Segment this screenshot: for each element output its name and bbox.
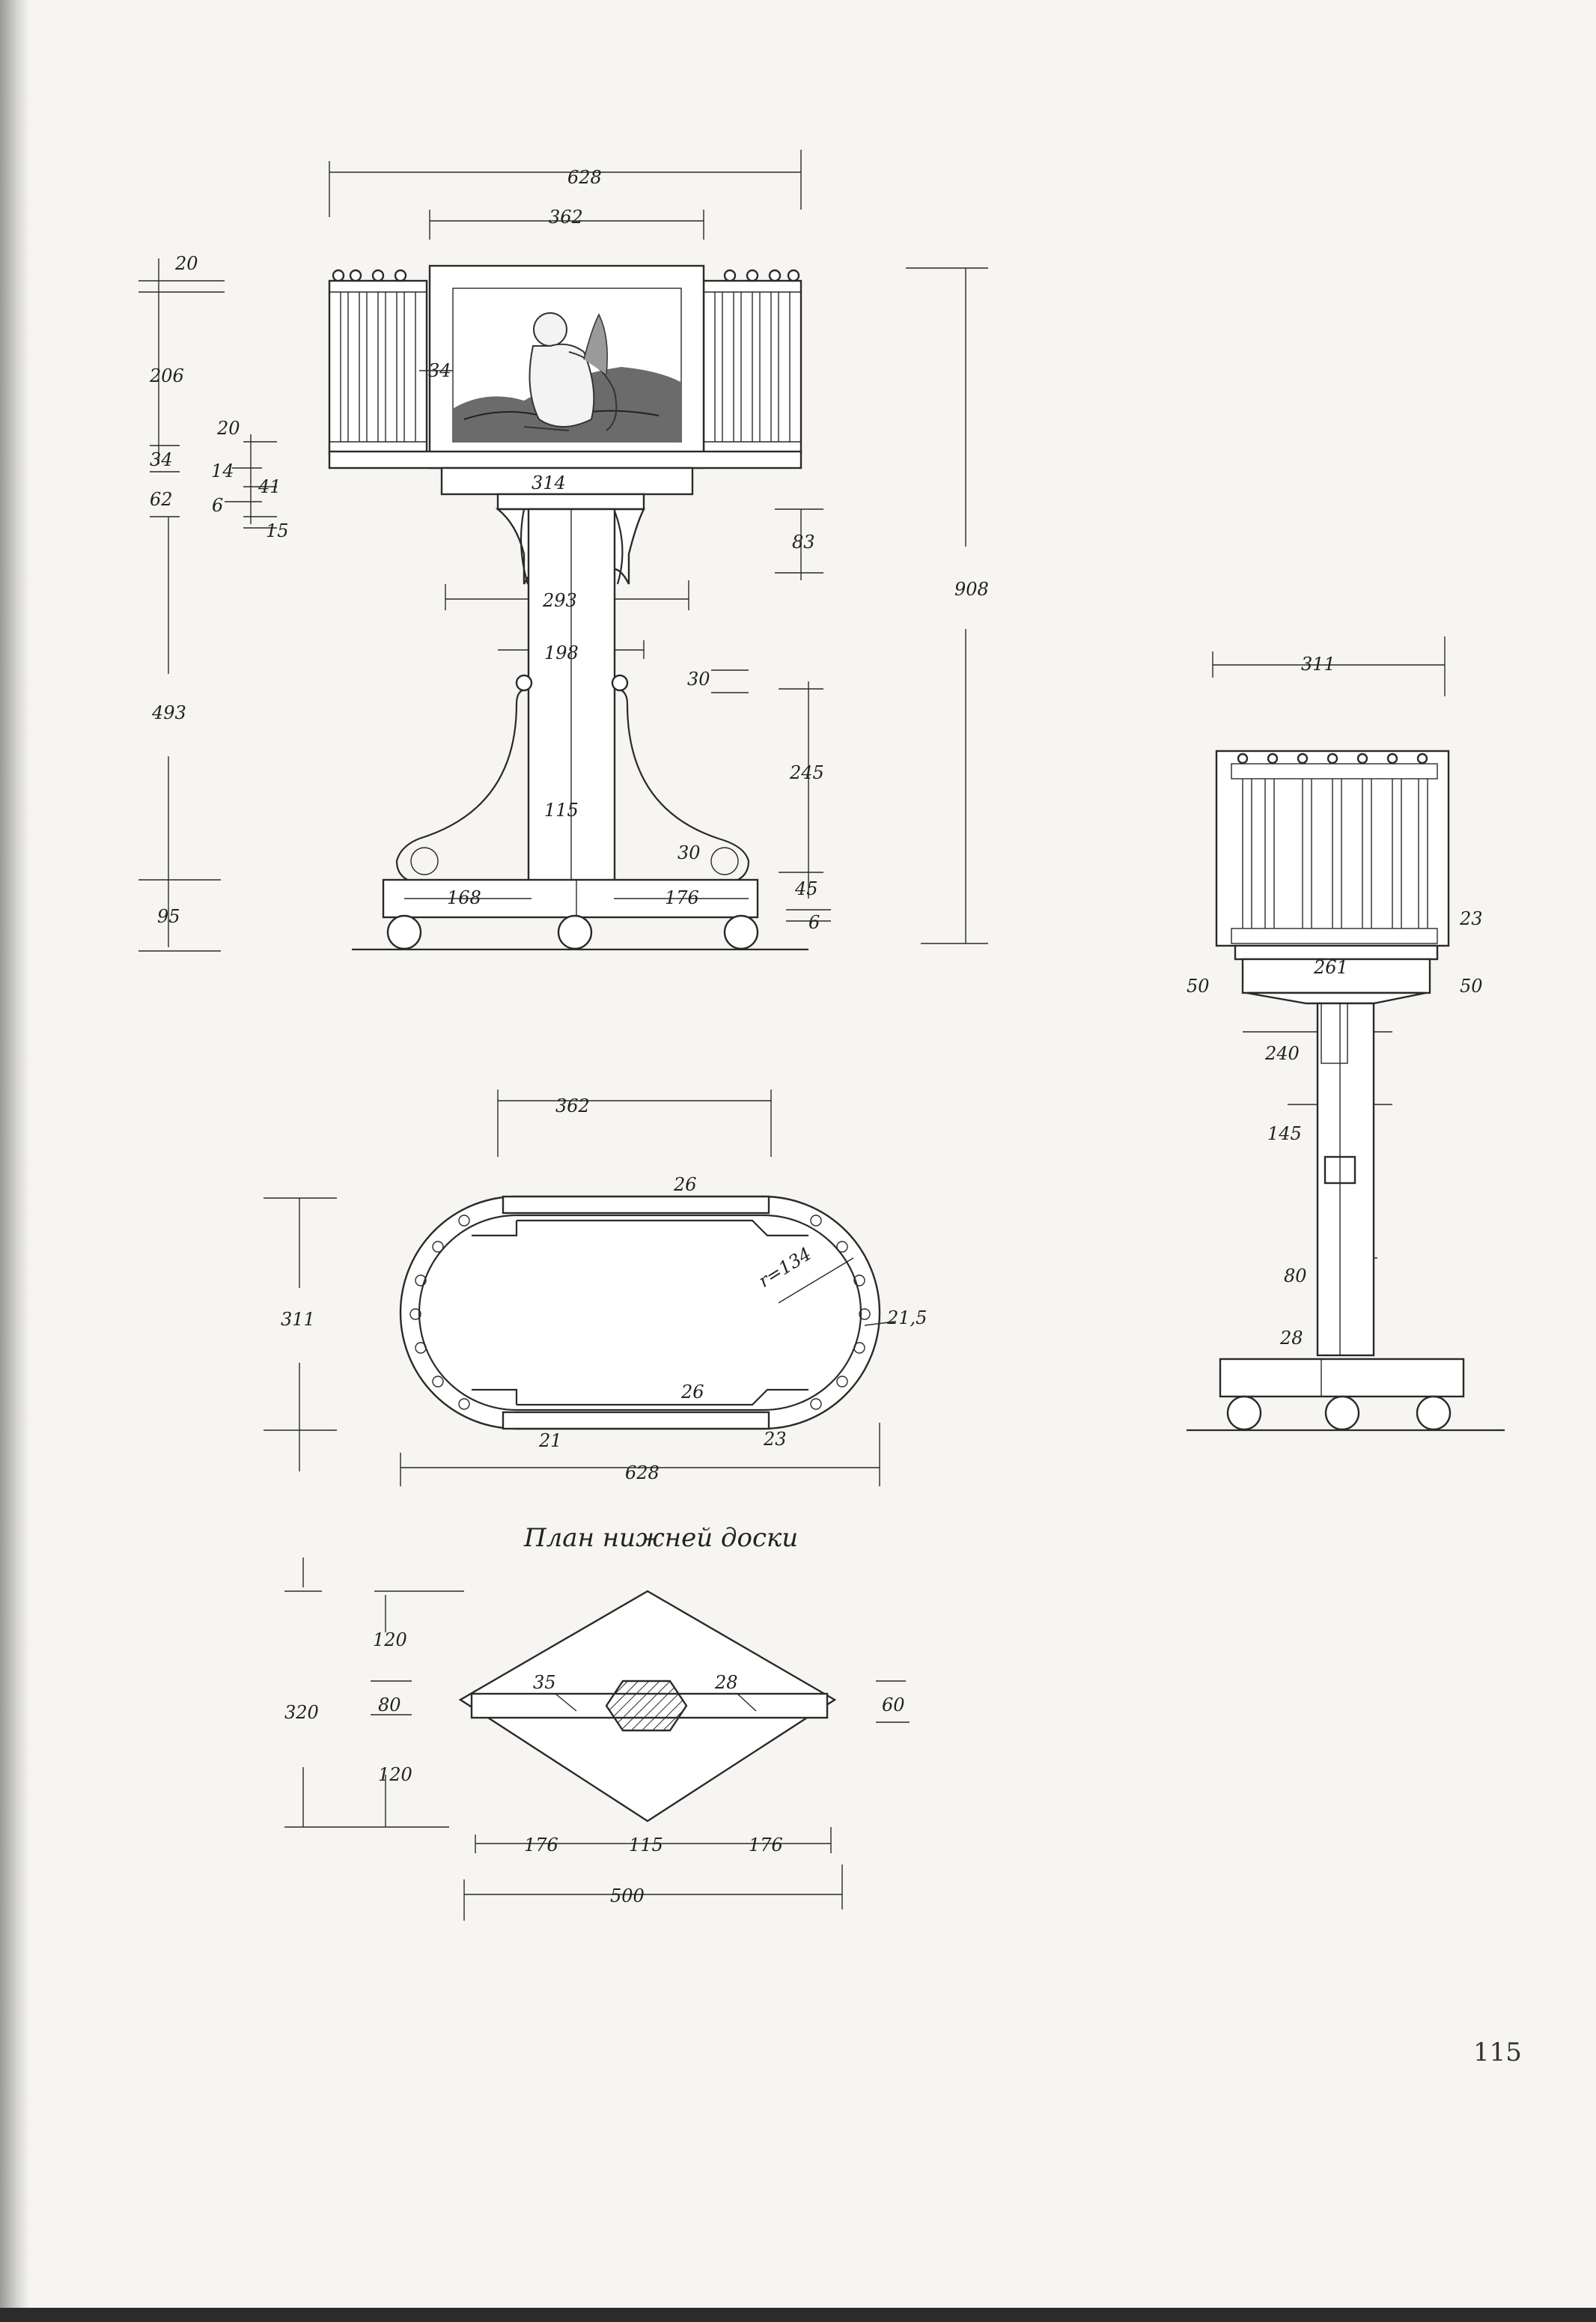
side-base	[1187, 1358, 1505, 1432]
dim-column-width: 198	[544, 642, 579, 663]
dim-top-panel-width: 362	[549, 207, 583, 228]
side-finial-balls	[1237, 753, 1428, 765]
dim-30-circle: 30	[677, 842, 701, 863]
dim-6: 6	[212, 495, 223, 516]
dim-15: 15	[266, 520, 289, 541]
board-dim-176-left: 176	[524, 1835, 558, 1856]
plan-dim-depth: 311	[281, 1309, 315, 1330]
dim-overall-height: 908	[954, 579, 989, 600]
side-dim-50-right: 50	[1460, 976, 1483, 997]
dim-34-left: 34	[150, 449, 173, 470]
plan-dim-21: 21	[538, 1430, 562, 1451]
dim-6-base: 6	[808, 912, 820, 933]
side-dim-145: 145	[1267, 1123, 1302, 1144]
side-dim-50-left: 50	[1187, 976, 1210, 997]
page-bottom-border	[0, 2308, 1596, 2322]
front-slats	[340, 292, 791, 442]
plan-dim-23: 23	[763, 1429, 787, 1450]
planter-box-front	[328, 264, 802, 469]
dim-20-top: 20	[174, 253, 198, 274]
dim-83: 83	[792, 532, 815, 553]
plan-dim-26-top: 26	[673, 1174, 697, 1195]
dim-panel-offset: 34	[428, 360, 451, 381]
side-cornice-and-column	[1234, 944, 1439, 1357]
board-dimension-lines	[284, 1557, 910, 1921]
board-dim-120-top: 120	[373, 1629, 407, 1650]
board-dim-28: 28	[714, 1672, 738, 1693]
plan-dim-top-width: 362	[555, 1095, 590, 1116]
oval-top-outline	[399, 1195, 895, 1430]
finial-balls	[332, 269, 800, 282]
front-dimension-labels: 628 362 20 206 20 34 14 41 62 6 15 493 9…	[149, 167, 989, 933]
dim-62: 62	[150, 489, 173, 510]
plan-caption: План нижней доски	[523, 1523, 798, 1553]
dim-41: 41	[258, 476, 281, 497]
side-dim-240: 240	[1264, 1043, 1300, 1064]
plan-dimension-lines	[264, 1089, 880, 1486]
dim-14: 14	[211, 461, 234, 481]
page-number: 115	[1473, 2037, 1522, 2067]
dim-245: 245	[789, 762, 824, 783]
top-plan-view: 362 26 311 r=134 21,5 26 21 23 628	[264, 1089, 927, 1486]
board-dimension-labels: 120 80 320 120 35 28 60 176 115 176 500	[284, 1629, 905, 1906]
board-dim-120-bottom: 120	[378, 1764, 412, 1785]
dim-column-core: 115	[544, 800, 579, 821]
board-dim-80: 80	[378, 1695, 401, 1715]
side-elevation-view: 311 23 261 50 50 240 145 80 28	[1187, 636, 1505, 1432]
side-dim-28: 28	[1279, 1328, 1303, 1349]
front-dimension-lines	[138, 150, 988, 952]
board-dim-500: 500	[610, 1885, 645, 1906]
bottom-board-plan: 120 80 320 120 35 28 60 176 115 176 500	[284, 1557, 910, 1921]
cherub-picture	[454, 289, 680, 441]
side-slats	[1242, 779, 1428, 929]
side-dim-80: 80	[1284, 1265, 1307, 1286]
dim-206: 206	[149, 365, 184, 386]
plan-dim-26-bottom: 26	[680, 1382, 704, 1402]
side-dimension-labels: 311 23 261 50 50 240 145 80 28	[1187, 654, 1483, 1349]
dim-45: 45	[794, 878, 818, 899]
side-planter-box	[1215, 750, 1450, 947]
side-dim-width: 311	[1301, 654, 1335, 675]
side-dim-23: 23	[1459, 908, 1483, 929]
diamond-board-outline	[458, 1590, 837, 1823]
board-dim-35: 35	[533, 1672, 556, 1693]
plan-dim-21-5: 21,5	[886, 1307, 927, 1328]
front-pedestal-flare	[395, 674, 750, 885]
board-dim-176-right: 176	[749, 1835, 783, 1856]
dim-overall-width: 628	[567, 167, 602, 188]
board-dim-115: 115	[629, 1835, 663, 1856]
dim-20-second: 20	[216, 418, 240, 439]
board-dim-320: 320	[284, 1702, 319, 1723]
dim-base-left: 168	[447, 887, 481, 908]
page-gutter-shadow	[0, 0, 30, 2322]
side-dim-cornice: 261	[1313, 957, 1348, 978]
dim-30-vertical: 30	[687, 669, 710, 690]
dim-bracket-span: 293	[542, 590, 577, 611]
front-column	[527, 508, 616, 885]
dim-493: 493	[151, 702, 186, 723]
oval-screws	[409, 1215, 871, 1410]
dim-cornice-width: 314	[532, 472, 566, 493]
front-base	[352, 878, 808, 951]
plan-dim-overall: 628	[625, 1462, 660, 1483]
dim-95: 95	[157, 906, 180, 927]
dim-base-right: 176	[665, 887, 699, 908]
board-dim-60: 60	[882, 1695, 905, 1715]
front-elevation-view: 628 362 20 206 20 34 14 41 62 6 15 493 9…	[138, 150, 989, 952]
